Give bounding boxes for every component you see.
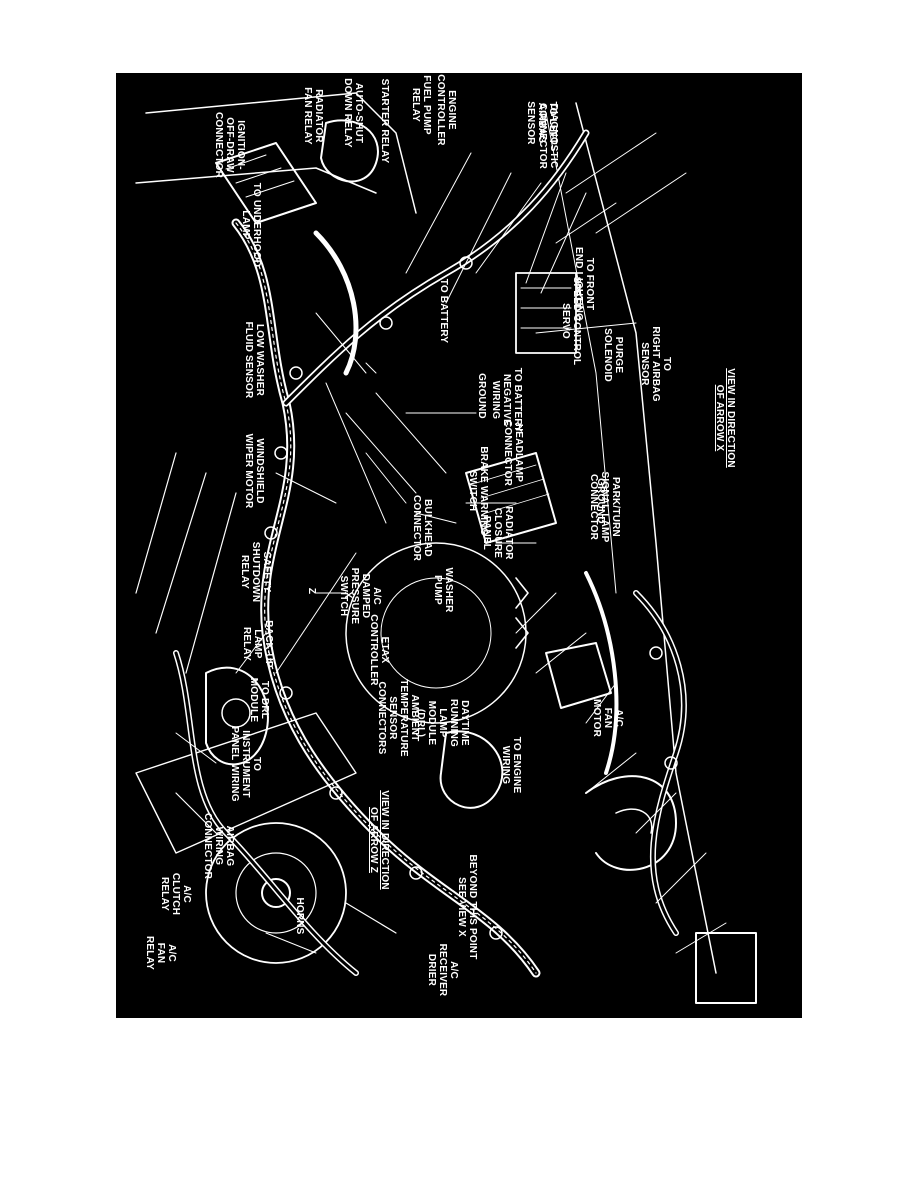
label-back-up-lamp-relay: BACK-UP LAMP RELAY (241, 620, 274, 668)
arrow-z-glyph (515, 577, 529, 609)
label-ac-clutch-relay: A/C CLUTCH RELAY (159, 872, 192, 916)
label-to-instrument-panel-wiring: TO INSTRUMENT PANEL WIRING (229, 726, 262, 802)
engine-controller-box (215, 142, 317, 224)
label-to-drl-module: TO DRL MODULE (248, 677, 270, 723)
label-to-engine-wiring: TO ENGINE WIRING (500, 736, 522, 794)
etax-controller-box (465, 452, 557, 544)
label-etax-controller: ETAX CONTROLLER (368, 614, 390, 686)
engine-compartment-drawing (135, 92, 757, 1004)
harness-clips (264, 256, 678, 940)
label-ground-1: GROUND (476, 373, 487, 419)
label-view-in-direction-arrow-x: VIEW IN DIRECTION OF ARROW X (714, 368, 736, 468)
wiring-diagram-panel: IGNITION- OFF-DRAW CONNECTOR RADIATOR FA… (116, 73, 802, 1018)
label-speed-control-servo: SPEED CONTROL SERVO (560, 276, 582, 366)
label-diagnostic-connector: DIAGNOSTIC CONNECTOR (537, 102, 559, 170)
label-engine-controller: ENGINE CONTROLLER (435, 74, 457, 146)
label-purge-solenoid: PURGE SOLENOID (602, 328, 624, 382)
label-park-turn-signal-lamp-connector: PARK/TURN SIGNAL LAMP CONNECTOR (588, 471, 621, 543)
label-ac-receiver-drier: A/C RECEIVER DRIER (426, 943, 459, 997)
label-auto-shut-down-relay: AUTO-SHUT DOWN RELAY (342, 78, 364, 148)
cowl-outline (135, 452, 237, 674)
brake-booster (345, 542, 527, 724)
label-z-marker: Z (306, 587, 317, 595)
label-to-battery: TO BATTERY (438, 278, 449, 344)
label-starter-relay: STARTER RELAY (379, 78, 390, 164)
label-ambient-temperature-sensor-connectors: AMBIENT TEMPERATURE SENSOR CONNECTORS (376, 679, 420, 757)
label-safety-shutdown-relay: SAFETY SHUTDOWN RELAY (239, 541, 272, 603)
label-ac-fan-motor: A/C FAN MOTOR (591, 698, 624, 738)
battery-cable (313, 230, 359, 376)
label-x-marker: X (342, 591, 353, 599)
label-headlamp-connector: HEADLAMP CONNECTOR (502, 419, 524, 487)
arrow-x-glyph (515, 617, 529, 649)
label-low-washer-fluid-sensor: LOW WASHER FLUID SENSOR (243, 321, 265, 399)
fender-outline (135, 92, 417, 214)
label-horns: HORNS (294, 897, 305, 935)
label-fuel-pump-relay: FUEL PUMP RELAY (410, 75, 432, 135)
hood-line-2 (545, 112, 617, 594)
horns (585, 775, 677, 871)
wiper-motor (439, 730, 504, 809)
label-view-in-direction-arrow-z: VIEW IN DIRECTION OF ARROW Z (368, 790, 390, 890)
rotated-callout-layer: IGNITION- OFF-DRAW CONNECTOR RADIATOR FA… (116, 73, 802, 1018)
label-beyond-this-point-see-view-x: BEYOND THIS POINT SEE VIEW X (456, 854, 478, 960)
label-windshield-wiper-motor: WINDSHIELD WIPER MOTOR (243, 433, 265, 509)
label-to-underhood-lamp: TO UNDERHOOD LAMP (240, 182, 262, 268)
receiver-drier (695, 932, 757, 1004)
headlamp-bulb-socket (221, 698, 251, 728)
relay-cluster (515, 272, 577, 354)
hood-line (575, 102, 717, 974)
label-radiator-closure-panel: RADIATOR CLOSURE PANEL (481, 506, 514, 560)
label-ac-fan-relay: A/C FAN RELAY (144, 936, 177, 970)
radiator-closure-panel (135, 712, 357, 854)
headlamp-housing (205, 666, 269, 766)
label-to-right-airbag-sensor: TO RIGHT AIRBAG SENSOR (639, 326, 672, 402)
label-ignition-off-draw-connector: IGNITION- OFF-DRAW CONNECTOR (213, 111, 246, 179)
ac-fan-shroud (205, 822, 347, 964)
label-daytime-running-lamp-module: DAYTIME RUNNING LAMP MODULE (DRL) (415, 698, 470, 748)
label-washer-pump: WASHER PUMP (432, 567, 454, 613)
label-airbag-wiring-connector: AIRBAG WIRING CONNECTOR (202, 812, 235, 880)
label-radiator-fan-relay: RADIATOR FAN RELAY (302, 87, 324, 145)
engine-wiring-lead (584, 571, 619, 775)
speed-control-servo (320, 119, 379, 183)
drl-module (545, 642, 612, 709)
leader-lines (175, 132, 727, 954)
label-bulkhead-connector: BULKHEAD CONNECTOR (411, 494, 433, 562)
